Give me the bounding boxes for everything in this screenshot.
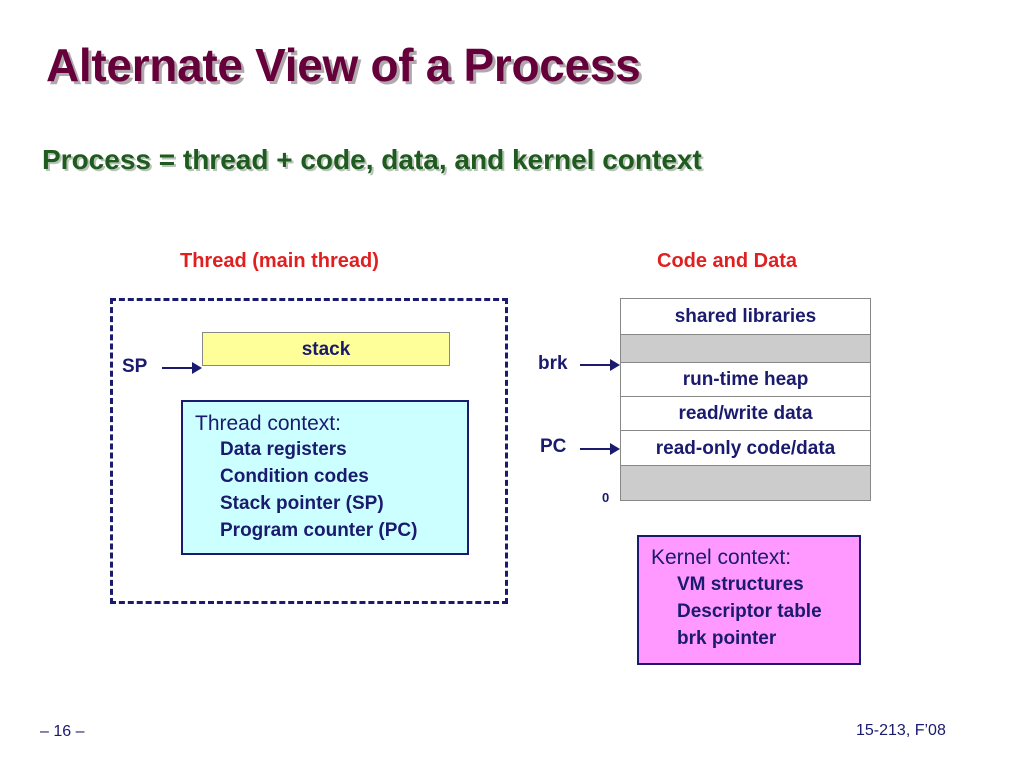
thread-context-item: Program counter (PC) [220,520,418,541]
brk-arrow [580,359,620,371]
kernel-context-item: brk pointer [677,628,777,649]
memory-layout: shared libraries run-time heap read/writ… [620,298,871,501]
pc-arrow [580,443,620,455]
sp-label: SP [122,356,148,377]
page-subtitle: Process = thread + code, data, and kerne… [42,144,702,175]
code-data-heading: Code and Data [657,250,798,272]
thread-context-item: Stack pointer (SP) [220,493,384,514]
segment-gap-upper [621,335,870,363]
page-number: – 16 – [40,723,85,740]
page-title: Alternate View of a Process [46,39,641,91]
thread-context-item: Condition codes [220,466,369,487]
thread-context-item: Data registers [220,439,347,460]
sp-arrow [162,362,202,374]
thread-context-box: Thread context: Data registers Condition… [181,400,469,555]
segment-read-only-code-data: read-only code/data [621,431,870,466]
segment-run-time-heap: run-time heap [621,363,870,397]
kernel-context-box: Kernel context: VM structures Descriptor… [637,535,861,665]
thread-heading: Thread (main thread) [180,250,379,272]
segment-gap-lower [621,466,870,500]
stack-segment: stack [202,332,450,366]
thread-boundary [110,298,508,604]
address-zero-label: 0 [602,490,610,505]
kernel-context-item: VM structures [677,574,804,595]
segment-read-write-data: read/write data [621,397,870,431]
thread-context-heading: Thread context: [195,412,341,435]
pc-label: PC [540,436,567,457]
brk-label: brk [538,353,568,374]
kernel-context-item: Descriptor table [677,601,822,622]
kernel-context-heading: Kernel context: [651,546,792,569]
segment-shared-libraries: shared libraries [621,299,870,335]
course-label: 15-213, F’08 [856,722,946,739]
